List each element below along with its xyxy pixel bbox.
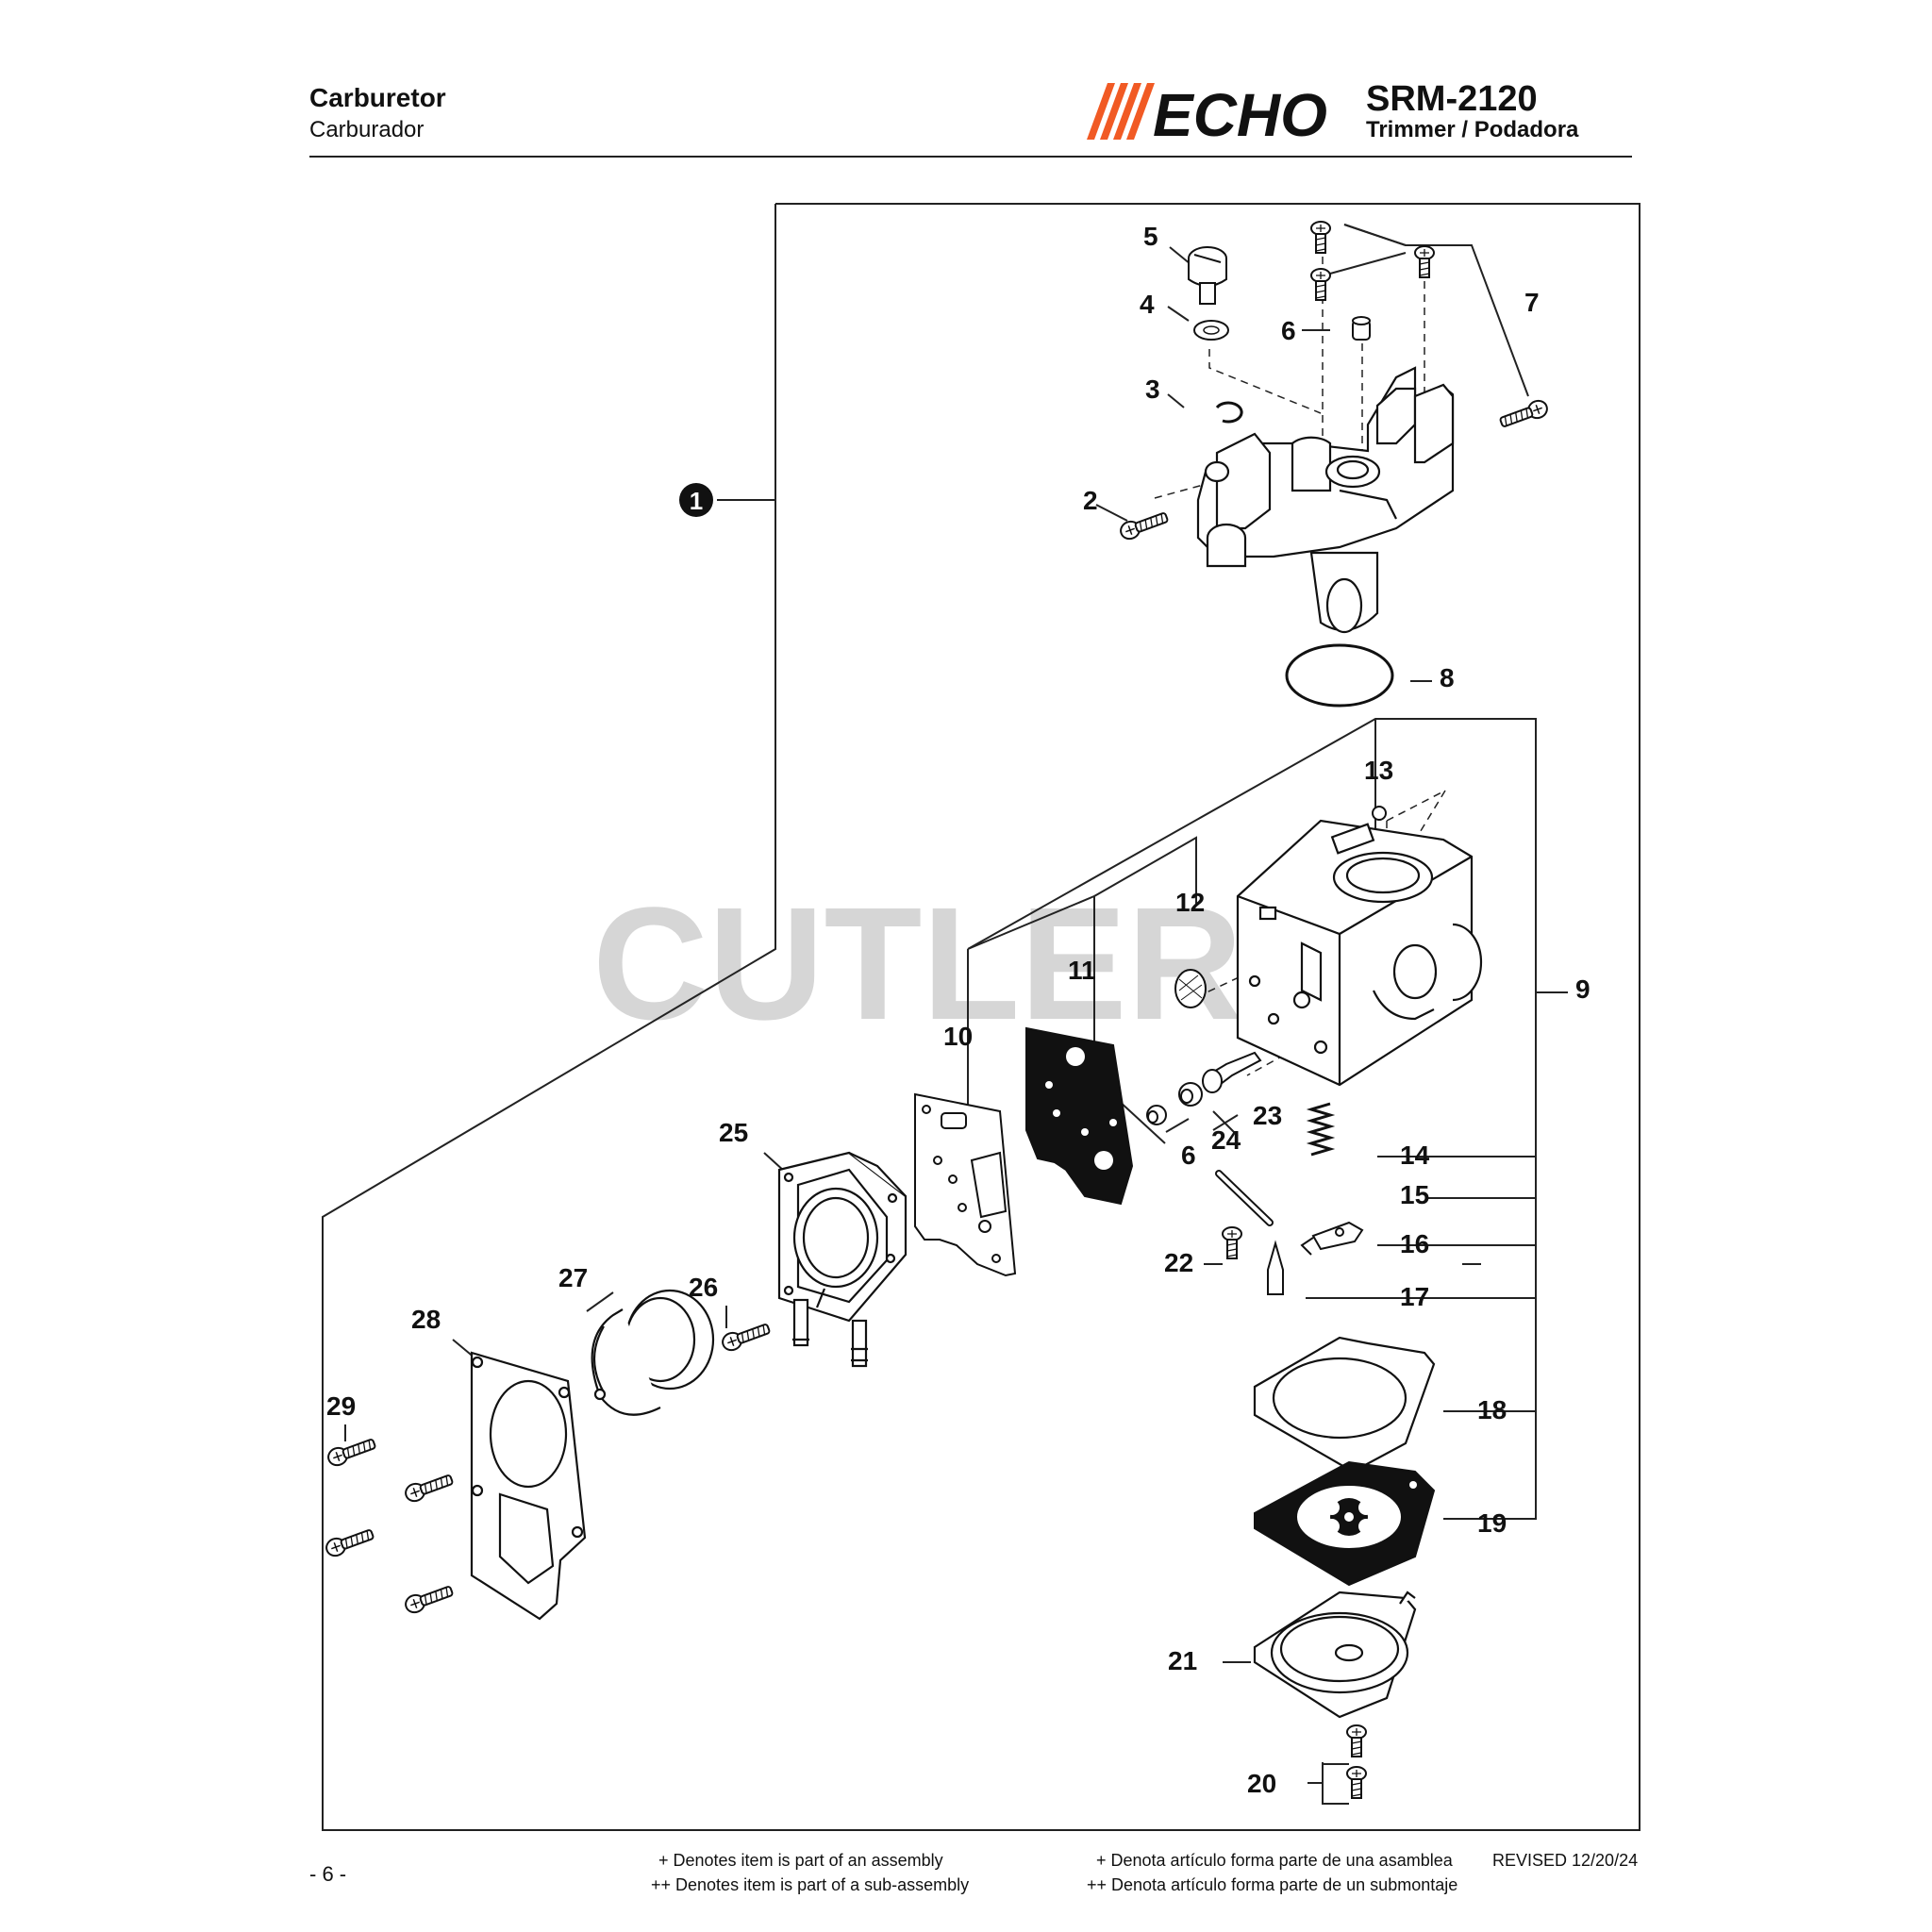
part-18-gasket bbox=[1253, 1336, 1436, 1474]
throttle-body-housing bbox=[1196, 366, 1455, 634]
callout-9: 9 bbox=[1575, 974, 1591, 1004]
page-number: - 6 - bbox=[309, 1862, 347, 1886]
callout-22: 22 bbox=[1164, 1248, 1193, 1277]
leader-lines bbox=[344, 224, 1568, 1805]
note-es-assembly: + Denota artículo forma parte de una asa… bbox=[1096, 1851, 1453, 1870]
carburetor-body bbox=[1236, 819, 1483, 1087]
part-27-primer-bulb bbox=[591, 1289, 715, 1416]
callout-7: 7 bbox=[1524, 288, 1540, 317]
part-7-screw-c bbox=[1414, 245, 1435, 278]
part-23-needle bbox=[1202, 1051, 1262, 1093]
callout-2: 2 bbox=[1083, 486, 1098, 515]
part-4-washer bbox=[1193, 320, 1229, 341]
part-29-screw-c bbox=[323, 1524, 376, 1559]
part-29-screw-a bbox=[325, 1434, 378, 1469]
part-11-gasket bbox=[1025, 1026, 1134, 1206]
assembly-1-border bbox=[322, 203, 1641, 1831]
part-29-screw-b bbox=[402, 1470, 456, 1505]
part-25-purge-pump-body bbox=[777, 1151, 908, 1368]
callout-12: 12 bbox=[1175, 888, 1205, 917]
brand-text: ECHO bbox=[1153, 81, 1327, 143]
header-rule bbox=[309, 156, 1632, 158]
callout-1: 1 bbox=[690, 487, 703, 515]
callout-3: 3 bbox=[1145, 375, 1160, 404]
callout-5: 5 bbox=[1143, 222, 1158, 251]
model-number: SRM-2120 bbox=[1366, 79, 1538, 119]
callout-10: 10 bbox=[943, 1022, 973, 1051]
callout-18: 18 bbox=[1477, 1395, 1507, 1424]
part-17-inlet-needle bbox=[1267, 1240, 1284, 1295]
part-8-oring bbox=[1285, 643, 1394, 708]
callout-6-top: 6 bbox=[1281, 316, 1296, 345]
part-3-eclip bbox=[1215, 401, 1243, 424]
callout-28: 28 bbox=[411, 1305, 441, 1334]
callout-15: 15 bbox=[1400, 1180, 1429, 1209]
page-subtitle: Carburador bbox=[309, 117, 425, 142]
part-2-screw bbox=[1117, 508, 1171, 542]
revision-date: REVISED 12/20/24 bbox=[1492, 1851, 1639, 1870]
part-24-spring-seat bbox=[1178, 1082, 1203, 1107]
callout-21: 21 bbox=[1168, 1646, 1197, 1675]
callout-24: 24 bbox=[1211, 1125, 1241, 1155]
callout-6-lower: 6 bbox=[1181, 1141, 1196, 1170]
callout-11: 11 bbox=[1068, 956, 1096, 985]
part-14-spring bbox=[1306, 1102, 1336, 1157]
callout-16: 16 bbox=[1400, 1229, 1429, 1258]
part-29-screw-d bbox=[402, 1581, 456, 1616]
note-en-assembly: + Denotes item is part of an assembly bbox=[658, 1851, 943, 1870]
part-21-diaphragm-cover bbox=[1253, 1591, 1417, 1719]
part-5-knob bbox=[1188, 246, 1227, 305]
part-7-screw-d bbox=[1497, 397, 1551, 432]
callout-13: 13 bbox=[1364, 756, 1393, 785]
callout-23: 23 bbox=[1253, 1101, 1282, 1130]
part-19-diaphragm bbox=[1254, 1460, 1436, 1587]
part-10-gasket bbox=[914, 1092, 1017, 1277]
part-20-screw-a bbox=[1346, 1724, 1367, 1757]
callout-26: 26 bbox=[689, 1273, 718, 1302]
callout-8: 8 bbox=[1440, 663, 1455, 692]
echo-logo: ECHO bbox=[1085, 81, 1358, 149]
part-16-metering-lever bbox=[1300, 1221, 1364, 1256]
part-6-plug-top bbox=[1352, 316, 1371, 341]
callout-27: 27 bbox=[558, 1263, 588, 1292]
note-es-subassembly: ++ Denota artículo forma parte de un sub… bbox=[1087, 1875, 1458, 1894]
part-7-screw-b bbox=[1310, 268, 1331, 301]
callout-20: 20 bbox=[1247, 1769, 1276, 1798]
callout-19: 19 bbox=[1477, 1508, 1507, 1538]
callout-1-circle bbox=[679, 483, 713, 517]
part-20-screw-b bbox=[1346, 1766, 1367, 1799]
part-26-screw bbox=[719, 1319, 773, 1354]
part-13-check-ball bbox=[1372, 806, 1387, 821]
model-description: Trimmer / Podadora bbox=[1366, 117, 1579, 142]
callout-25: 25 bbox=[719, 1118, 748, 1147]
callout-4: 4 bbox=[1140, 290, 1155, 319]
part-6-plug-lower bbox=[1146, 1105, 1167, 1125]
part-22-screw bbox=[1222, 1226, 1242, 1259]
part-7-screw-a bbox=[1310, 221, 1331, 254]
page-title: Carburetor bbox=[309, 83, 446, 112]
part-12-screen bbox=[1174, 969, 1207, 1008]
callout-17: 17 bbox=[1400, 1282, 1429, 1311]
note-en-subassembly: ++ Denotes item is part of a sub-assembl… bbox=[651, 1875, 970, 1894]
part-28-bulb-retainer bbox=[470, 1351, 587, 1621]
callout-14: 14 bbox=[1400, 1141, 1430, 1170]
subassembly-9-border bbox=[967, 718, 1537, 1520]
callout-29: 29 bbox=[326, 1391, 356, 1421]
